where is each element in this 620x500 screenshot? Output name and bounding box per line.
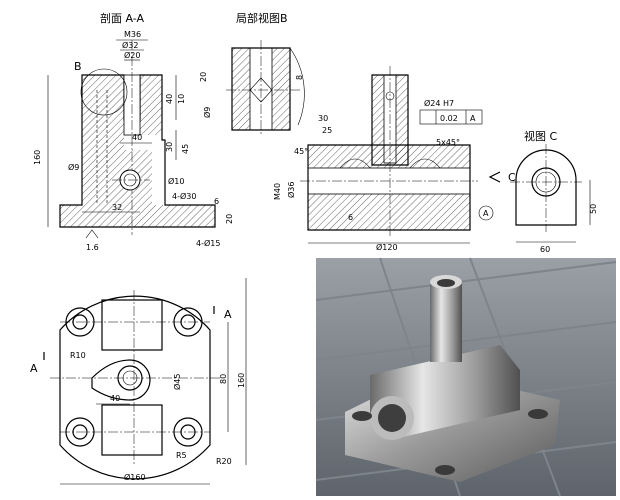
plan-dim-r10: R10 (70, 351, 86, 360)
plan-view: R10 Ø45 80 160 40 Ø160 R5 R20 A A (30, 278, 247, 485)
dim-h20: 20 (225, 214, 234, 224)
view-c-title: 视图 C (524, 129, 557, 143)
main-dim-d36: Ø36 (286, 182, 296, 198)
isometric-render (315, 257, 617, 497)
section-a-a-title: 剖面 A-A (100, 11, 145, 25)
plan-dim-r20: R20 (216, 457, 232, 466)
dim-h6: 6 (214, 197, 219, 206)
main-datum-label: A (470, 114, 476, 123)
label-a-circle: A (483, 209, 489, 218)
detail-dim-d9: Ø9 (202, 107, 212, 118)
dim-h160: 160 (33, 150, 42, 165)
dim-w32: 32 (112, 203, 122, 212)
view-c: 视图 C 60 50 (510, 129, 598, 254)
detail-dim-h20: 20 (199, 72, 208, 82)
dim-h30: 30 (165, 142, 174, 152)
dim-d9: Ø9 (68, 162, 79, 172)
main-dim-45deg: 45° (294, 147, 308, 156)
main-dim-chamfer: 5x45° (436, 138, 460, 147)
label-a-right: A (224, 308, 232, 321)
main-dim-h30: 30 (318, 114, 328, 123)
main-dim-h25: 25 (322, 126, 332, 135)
dim-d20: Ø20 (124, 50, 140, 60)
dim-hole-d30: 4-Ø30 (172, 191, 196, 201)
plan-dim-d160: Ø160 (124, 472, 146, 482)
detail-b-view: 局部视图B 20 Ø9 8 (199, 11, 305, 135)
dim-m36: M36 (124, 30, 141, 39)
view-c-dim-w60: 60 (540, 245, 550, 254)
roughness-value: 1.6 (86, 243, 99, 252)
view-c-dim-h50: 50 (589, 204, 598, 214)
main-section-view: 30 25 45° Ø24 H7 0.02 A 5x45° M40 Ø36 6 … (273, 66, 516, 252)
plan-dim-d45: Ø45 (172, 374, 182, 390)
dim-4-d15: 4-Ø15 (196, 238, 220, 248)
dim-h40: 40 (165, 94, 174, 104)
main-dim-d24h7: Ø24 H7 (424, 98, 454, 108)
plan-dim-h80: 80 (219, 374, 228, 384)
detail-b-title: 局部视图B (236, 11, 288, 25)
main-dim-h6: 6 (348, 213, 353, 222)
dim-w40: 40 (132, 133, 142, 142)
plan-dim-w40: 40 (110, 394, 120, 403)
label-b: B (74, 60, 82, 73)
dim-d10: Ø10 (168, 176, 184, 186)
dim-h10: 10 (177, 94, 186, 104)
detail-dim-h8: 8 (295, 75, 304, 80)
dim-h45: 45 (181, 144, 190, 154)
main-tolerance-value: 0.02 (440, 114, 458, 123)
plan-dim-r5: R5 (176, 451, 187, 460)
main-dim-d120: Ø120 (376, 242, 398, 252)
plan-dim-h160: 160 (237, 373, 246, 388)
main-dim-m40: M40 (273, 183, 282, 200)
dim-d32: Ø32 (122, 40, 138, 50)
label-c: C (508, 171, 516, 184)
label-a-left: A (30, 362, 38, 375)
section-a-a-view: 剖面 A-A B M36 Ø32 Ø20 40 10 30 45 40 Ø9 Ø… (33, 11, 234, 252)
